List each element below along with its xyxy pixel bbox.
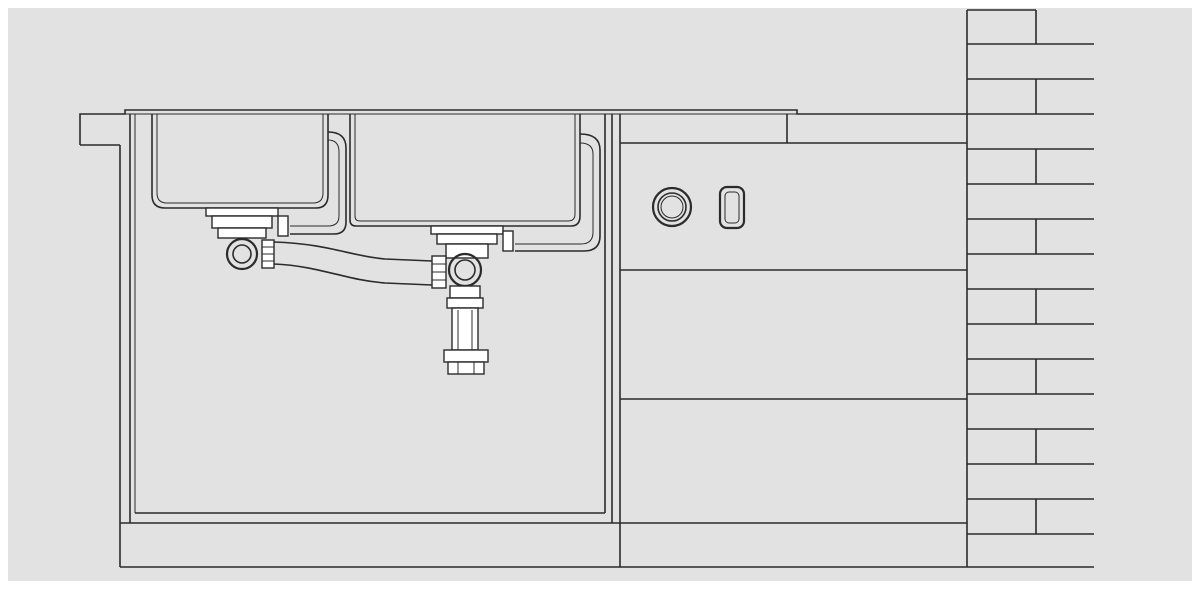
brick-wall xyxy=(966,9,1094,567)
countertop xyxy=(79,109,967,567)
connecting-hose xyxy=(273,241,433,286)
knob-icon[interactable] xyxy=(651,186,693,228)
overflow-tube-left xyxy=(290,131,347,235)
drain-left xyxy=(205,207,289,271)
background-panel xyxy=(8,8,1192,581)
drain-trap-icon xyxy=(225,237,259,271)
drawer-cabinet xyxy=(620,185,967,400)
switch-icon[interactable] xyxy=(718,185,746,230)
drain-right xyxy=(430,225,514,375)
sink-cabinet xyxy=(120,114,1094,568)
overflow-tube-right xyxy=(515,133,601,252)
brick-courses xyxy=(967,43,1094,535)
